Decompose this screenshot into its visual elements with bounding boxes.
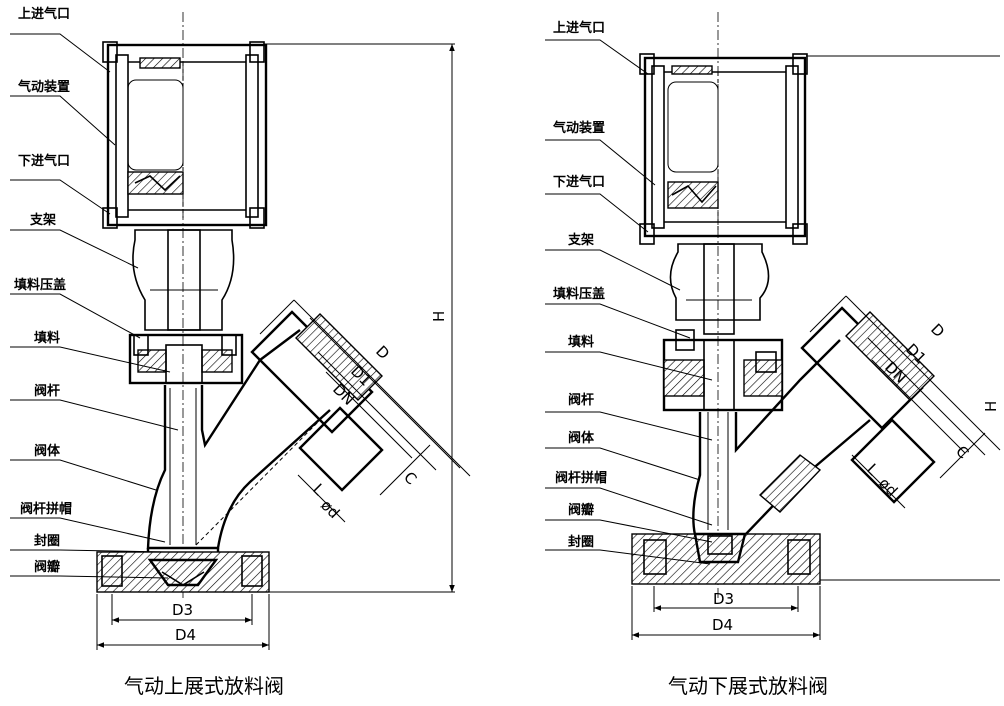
left-leaders [10,33,179,579]
right-dim-C: C [952,442,972,462]
right-label-valve-stem: 阀杆 [568,392,594,408]
right-labels: 上进气口 气动装置 下进气口 支架 填料压盖 填料 阀杆 阀体 阀杆拼帽 阀瓣 … [553,20,607,550]
left-actuator [102,41,268,229]
right-label-pneumatic-device: 气动装置 [553,120,605,136]
right-label-packing-gland: 填料压盖 [553,286,605,302]
right-bracket [669,243,770,335]
left-label-packing: 填料 [34,330,60,346]
right-label-valve-disc: 阀瓣 [568,502,594,518]
left-labels: 上进气口 气动装置 下进气口 支架 填料压盖 填料 阀杆 阀体 阀杆拼帽 封圈 … [14,6,72,575]
right-dim-D3: D3 [713,590,734,608]
right-dim-D: D [927,320,948,341]
right-dim-d: ød [875,474,901,500]
left-dim-D3: D3 [172,601,193,619]
left-dim-D4: D4 [175,626,196,644]
left-label-lower-air-inlet: 下进气口 [18,153,70,169]
right-label-seal-ring: 封圈 [568,534,594,550]
left-bottom-flange [96,551,270,593]
right-label-packing: 填料 [568,334,594,350]
right-valve-drawing: H D4 D3 D D1 DN C L ød [545,12,1001,698]
right-dim-H: H [982,401,1000,412]
right-caption: 气动下展式放料阀 [668,674,828,698]
right-label-bracket: 支架 [567,232,594,248]
right-dim-D4: D4 [712,616,733,634]
left-dim-D: D [372,342,393,363]
right-label-stem-nut: 阀杆拼帽 [555,470,607,486]
left-bracket [132,229,235,331]
left-dim-H: H [430,311,448,322]
left-valve-drawing: H D4 D3 D D1 DN C L ød [10,6,471,698]
left-packing-gland [128,333,244,385]
left-label-pneumatic-device: 气动装置 [18,79,70,95]
left-label-valve-body: 阀体 [34,443,61,459]
left-label-upper-air-inlet: 上进气口 [18,6,70,22]
left-label-valve-disc: 阀瓣 [34,559,60,575]
right-valve-body [692,306,936,537]
left-label-valve-stem: 阀杆 [34,383,60,399]
right-label-upper-air-inlet: 上进气口 [553,20,605,36]
right-leaders [545,39,713,565]
right-label-valve-body: 阀体 [568,430,595,446]
right-actuator [639,53,808,245]
right-packing-gland [662,329,784,412]
right-bottom-flange [631,532,821,585]
left-label-stem-nut: 阀杆拼帽 [20,501,72,517]
left-label-bracket: 支架 [29,212,56,228]
right-label-lower-air-inlet: 下进气口 [553,174,605,190]
left-dim-d: ød [317,496,343,522]
left-caption: 气动上展式放料阀 [124,674,284,698]
left-label-seal-ring: 封圈 [34,533,60,549]
left-label-packing-gland: 填料压盖 [14,277,66,293]
